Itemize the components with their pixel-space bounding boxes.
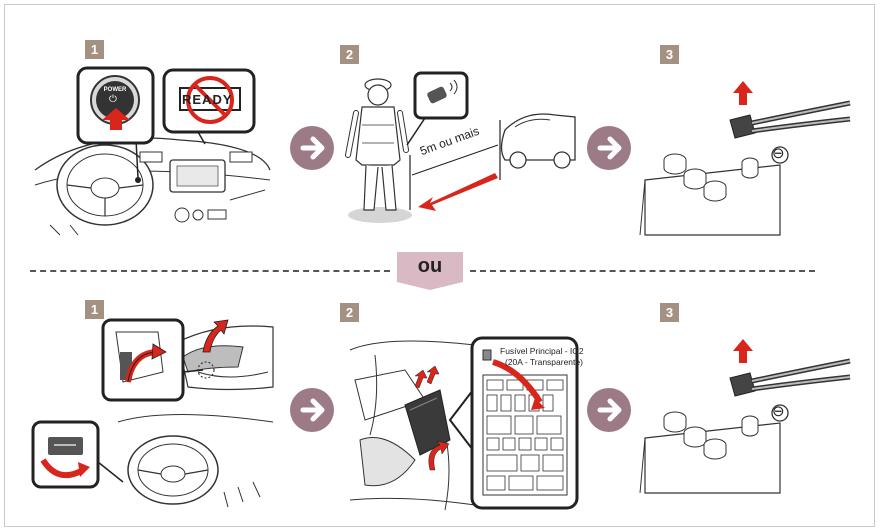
- battery-drawing-bottom: [640, 333, 855, 493]
- arrow-right-icon: [289, 387, 335, 433]
- dashed-divider-right: [470, 270, 815, 272]
- fuse-label-line2: (20A - Transparente): [505, 357, 583, 367]
- arrow-right-icon: [586, 125, 632, 171]
- dashboard-drawing: [30, 60, 275, 235]
- arrow-right-icon: [586, 387, 632, 433]
- separator-label: ou: [397, 255, 463, 278]
- fuse-label-line1: Fusível Principal - IG2: [500, 346, 584, 356]
- step-badge-top-3: 3: [660, 45, 679, 64]
- step-badge-bottom-3: 3: [660, 303, 679, 322]
- step-badge-top-2: 2: [340, 45, 359, 64]
- hood-release-illustration: [28, 312, 278, 512]
- negative-terminal-icon: ⊖: [772, 402, 785, 420]
- firefighter-drawing: [340, 65, 575, 240]
- negative-terminal-icon: ⊖: [772, 144, 785, 162]
- distance-illustration: 5m ou mais: [340, 65, 575, 240]
- hood-drawing: [28, 312, 278, 512]
- step-badge-top-1: 1: [85, 40, 104, 59]
- battery-drawing-top: [640, 75, 855, 235]
- power-icon: ⏻: [109, 94, 117, 105]
- fuse-box-illustration: Fusível Principal - IG2 (20A - Transpare…: [345, 320, 580, 515]
- ready-label: READY: [182, 92, 233, 107]
- dashboard-illustration: POWER ⏻ READY: [30, 60, 275, 235]
- battery-illustration-bottom: ⊖: [640, 333, 855, 493]
- dashed-divider-left: [30, 270, 390, 272]
- arrow-right-icon: [289, 125, 335, 171]
- battery-illustration-top: ⊖: [640, 75, 855, 235]
- power-button-label: POWER: [100, 87, 130, 93]
